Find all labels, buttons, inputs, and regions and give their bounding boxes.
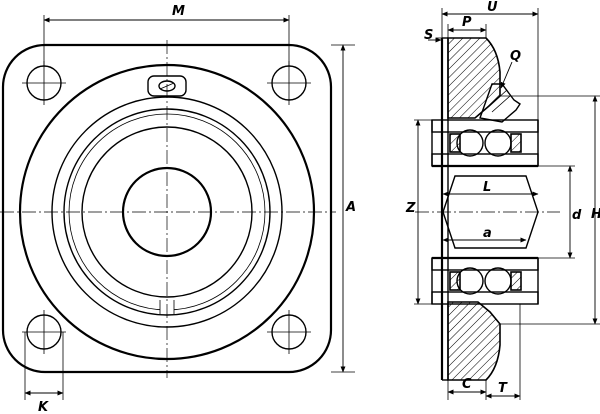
label-H: H — [591, 207, 600, 222]
housing-lower-section — [447, 301, 501, 381]
label-d: d — [572, 208, 582, 223]
label-Z: Z — [405, 201, 416, 216]
bolt-hole-bottom-right — [267, 310, 311, 354]
label-S: S — [424, 28, 433, 43]
front-view: M A K — [0, 4, 356, 414]
label-T: T — [498, 381, 508, 396]
label-L: L — [483, 180, 491, 195]
leader-Q — [500, 61, 513, 89]
housing-upper-section — [447, 37, 501, 119]
grease-nipple-section — [479, 83, 521, 123]
label-M: M — [172, 4, 185, 19]
bolt-hole-top-right — [267, 61, 311, 105]
label-A: A — [345, 200, 356, 215]
label-K: K — [38, 400, 49, 414]
label-U: U — [487, 0, 498, 15]
label-a: a — [483, 226, 492, 241]
ball-upper-left — [456, 129, 484, 157]
ball-lower-left — [456, 267, 484, 295]
label-P: P — [462, 15, 472, 30]
ball-lower-right — [484, 267, 512, 295]
label-C: C — [462, 377, 472, 392]
bolt-hole-bottom-left — [22, 310, 66, 354]
ball-upper-right — [484, 129, 512, 157]
section-view: U P S Q Z L a d H — [405, 0, 600, 400]
bolt-hole-top-left — [22, 61, 66, 105]
label-Q: Q — [510, 49, 521, 64]
